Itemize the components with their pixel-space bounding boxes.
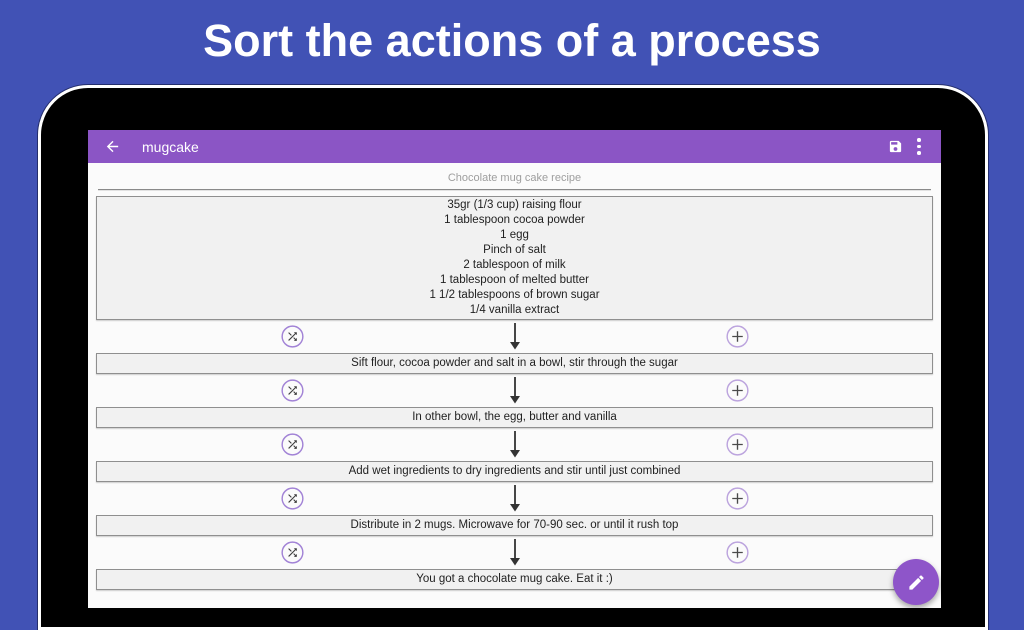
plus-icon <box>726 433 749 456</box>
flow-arrow <box>508 539 522 571</box>
divider <box>98 189 931 190</box>
shuffle-icon <box>281 433 304 456</box>
connector-row <box>96 482 933 515</box>
shuffle-icon <box>281 541 304 564</box>
shuffle-button[interactable] <box>281 433 304 456</box>
ingredients-box[interactable]: 35gr (1/3 cup) raising flour 1 tablespoon… <box>96 196 933 320</box>
ingredient-line: 1 tablespoon of melted butter <box>440 274 589 286</box>
ingredient-line: 2 tablespoon of milk <box>463 259 566 271</box>
ingredient-line: Pinch of salt <box>483 244 546 256</box>
arrow-left-icon <box>106 140 118 153</box>
ingredient-line: 1 1/2 tablespoons of brown sugar <box>429 289 600 301</box>
down-arrow-icon <box>509 539 520 566</box>
app-toolbar: mugcake <box>88 130 941 163</box>
pencil-icon <box>908 574 924 590</box>
back-button[interactable] <box>100 135 124 159</box>
tablet-frame: mugcake Chocolate mug cake recipe 35gr (… <box>38 85 988 630</box>
step-box[interactable]: You got a chocolate mug cake. Eat it :) <box>96 569 933 590</box>
shuffle-icon <box>281 379 304 402</box>
save-icon <box>889 140 901 153</box>
flow-arrow <box>508 485 522 517</box>
plus-icon <box>726 325 749 348</box>
connector-row <box>96 428 933 461</box>
down-arrow-icon <box>509 431 520 458</box>
add-step-button[interactable] <box>726 541 749 564</box>
step-box[interactable]: Sift flour, cocoa powder and salt in a b… <box>96 353 933 374</box>
ingredient-line: 1 egg <box>500 229 529 241</box>
step-box[interactable]: In other bowl, the egg, butter and vanil… <box>96 407 933 428</box>
shuffle-icon <box>281 487 304 510</box>
ingredient-line: 35gr (1/3 cup) raising flour <box>447 199 582 211</box>
vertical-dots-icon <box>917 136 921 156</box>
shuffle-button[interactable] <box>281 379 304 402</box>
down-arrow-icon <box>509 485 520 512</box>
flow-arrow <box>508 431 522 463</box>
overflow-menu-button[interactable] <box>907 135 931 159</box>
down-arrow-icon <box>509 323 520 350</box>
shuffle-button[interactable] <box>281 325 304 348</box>
toolbar-title: mugcake <box>142 138 199 155</box>
shuffle-button[interactable] <box>281 487 304 510</box>
down-arrow-icon <box>509 377 520 404</box>
recipe-title: Chocolate mug cake recipe <box>447 172 582 184</box>
add-step-button[interactable] <box>726 487 749 510</box>
page-title: Sort the actions of a process <box>203 15 821 66</box>
add-step-button[interactable] <box>726 379 749 402</box>
shuffle-button[interactable] <box>281 541 304 564</box>
step-box[interactable]: Distribute in 2 mugs. Microwave for 70-9… <box>96 515 933 536</box>
edit-fab[interactable] <box>893 559 939 605</box>
ingredient-line: 1 tablespoon cocoa powder <box>444 214 585 226</box>
add-step-button[interactable] <box>726 433 749 456</box>
save-button[interactable] <box>883 135 907 159</box>
step-box[interactable]: Add wet ingredients to dry ingredients a… <box>96 461 933 482</box>
plus-icon <box>726 379 749 402</box>
flow-arrow <box>508 323 522 355</box>
process-flow: 35gr (1/3 cup) raising flour 1 tablespoon… <box>88 190 941 590</box>
plus-icon <box>726 487 749 510</box>
flow-arrow <box>508 377 522 409</box>
app-screen: mugcake Chocolate mug cake recipe 35gr (… <box>88 130 941 608</box>
ingredient-line: 1/4 vanilla extract <box>469 304 560 316</box>
plus-icon <box>726 541 749 564</box>
shuffle-icon <box>281 325 304 348</box>
connector-row <box>96 374 933 407</box>
connector-row <box>96 320 933 353</box>
add-step-button[interactable] <box>726 325 749 348</box>
connector-row <box>96 536 933 569</box>
